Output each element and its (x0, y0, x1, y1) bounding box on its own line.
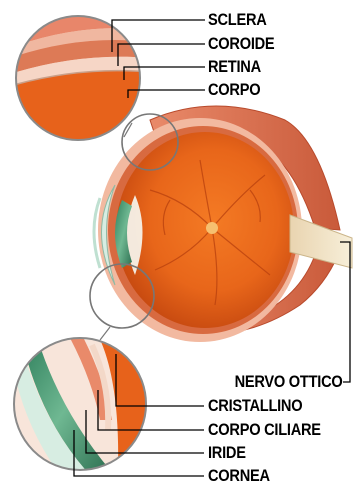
label-corpo: CORPO (208, 80, 260, 100)
label-retina: RETINA (208, 57, 261, 77)
magnifier-bottom (10, 335, 150, 475)
label-sclera: SCLERA (208, 10, 267, 30)
eyeball (94, 106, 352, 342)
vitreous-body (116, 132, 294, 328)
label-corpo-ciliare: CORPO CILIARE (208, 420, 321, 440)
label-nervo-ottico: NERVO OTTICO (234, 372, 342, 392)
label-iride: IRIDE (208, 443, 246, 463)
optic-disc (206, 222, 218, 234)
label-cornea: CORNEA (208, 466, 270, 486)
label-cristallino: CRISTALLINO (208, 396, 302, 416)
label-coroide: COROIDE (208, 34, 274, 54)
